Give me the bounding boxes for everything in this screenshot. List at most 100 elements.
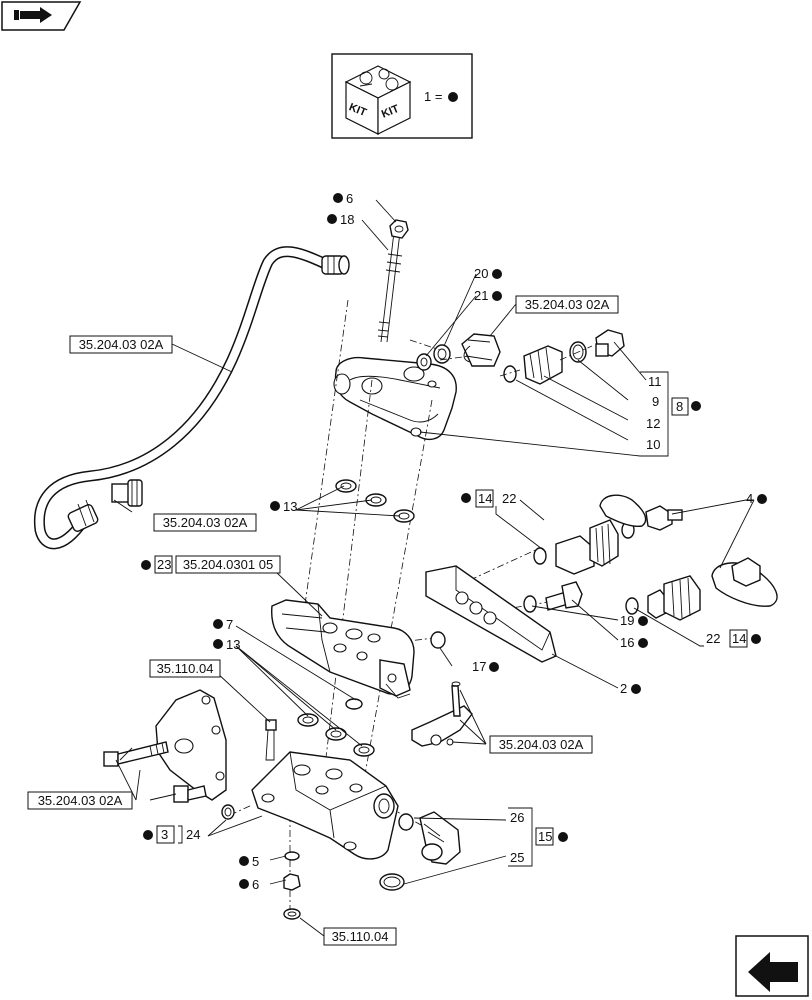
- kit-legend-text: 1 =: [424, 89, 442, 104]
- kit-bullet-icon: [327, 214, 337, 224]
- svg-text:3: 3: [161, 827, 168, 842]
- label-13-lower: 13: [213, 637, 240, 652]
- kit-legend: KIT KIT 1 =: [331, 53, 473, 139]
- kit-bullet-icon: [631, 684, 641, 694]
- label-22-left: 22: [502, 491, 516, 506]
- kit-bullet-icon: [492, 291, 502, 301]
- svg-text:13: 13: [226, 637, 240, 652]
- kit-bullet-icon: [558, 832, 568, 842]
- kit-bullet-icon: [757, 494, 767, 504]
- svg-text:11: 11: [648, 374, 662, 389]
- kit-bullet-icon: [213, 639, 223, 649]
- group-bracket-15: [508, 807, 533, 867]
- label-26: 26: [510, 810, 524, 825]
- svg-text:26: 26: [510, 810, 524, 825]
- o-rings-lower: [297, 713, 375, 757]
- ref-text: 35.204.0301 05: [183, 557, 273, 572]
- label-11: 11: [648, 374, 662, 389]
- washer-bottom: [283, 908, 301, 920]
- svg-text:18: 18: [340, 212, 354, 227]
- label-7: 7: [213, 617, 233, 632]
- svg-text:14: 14: [478, 491, 492, 506]
- svg-text:25: 25: [510, 850, 524, 865]
- pipe-fitting-upper: [321, 255, 350, 275]
- bracket-screw: [265, 719, 277, 761]
- upper-union-fitting: [461, 333, 501, 367]
- svg-text:21: 21: [474, 288, 488, 303]
- label-8: 8: [671, 397, 701, 416]
- label-2: 2: [620, 681, 641, 696]
- label-16: 16: [620, 635, 648, 650]
- svg-text:6: 6: [346, 191, 353, 206]
- dust-cap-lower: [711, 557, 778, 607]
- label-19: 19: [620, 613, 648, 628]
- o-ring-19: [523, 595, 537, 613]
- top-nut: [389, 219, 409, 239]
- label-23: 23: [141, 555, 173, 574]
- ref-box-bracket-bolts[interactable]: 35.204.03 02A: [27, 791, 133, 810]
- leader-lines: [113, 199, 755, 937]
- ref-box-top-right[interactable]: 35.204.03 02A: [515, 295, 619, 314]
- bracket-bolt-lower: [173, 785, 207, 803]
- bracket-bolt-upper: [103, 741, 169, 767]
- kit-bullet-icon: [143, 830, 153, 840]
- svg-text:4: 4: [746, 491, 753, 506]
- svg-text:14: 14: [732, 631, 746, 646]
- screw-24: [221, 804, 235, 820]
- kit-bullet-icon: [333, 193, 343, 203]
- next-page-icon[interactable]: [735, 935, 809, 997]
- kit-bullet-icon: [213, 619, 223, 629]
- ref-text: 35.110.04: [332, 929, 389, 944]
- label-18: 18: [327, 212, 354, 227]
- kit-bullet-icon: [448, 92, 458, 102]
- svg-text:22: 22: [706, 631, 720, 646]
- kit-bullet-icon: [239, 879, 249, 889]
- svg-text:19: 19: [620, 613, 634, 628]
- o-ring-17: [430, 631, 446, 649]
- ref-text: 35.204.03 02A: [525, 297, 610, 312]
- previous-page-icon[interactable]: [1, 1, 82, 31]
- bolt-16: [545, 581, 583, 611]
- ref-box-valve[interactable]: 35.204.0301 05: [175, 555, 281, 574]
- ref-box-pipe-lower[interactable]: 35.204.03 02A: [153, 513, 257, 532]
- washer-20: [416, 353, 432, 371]
- ref-box-bracket[interactable]: 35.110.04: [149, 659, 221, 678]
- ref-box-bottom[interactable]: 35.110.04: [323, 927, 397, 946]
- label-10: 10: [646, 437, 660, 452]
- washer-5: [284, 851, 300, 861]
- kit-bullet-icon: [489, 662, 499, 672]
- label-20: 20: [474, 266, 502, 281]
- pipe-fitting-lower: [67, 499, 99, 532]
- kit-bullet-icon: [239, 856, 249, 866]
- svg-text:15: 15: [538, 829, 552, 844]
- stud-bolt: [377, 231, 403, 343]
- ref-box-lever[interactable]: 35.204.03 02A: [489, 735, 593, 754]
- lever-bracket: [411, 681, 473, 747]
- label-25: 25: [510, 850, 524, 865]
- kit-bullet-icon: [638, 616, 648, 626]
- ref-text: 35.204.03 02A: [499, 737, 584, 752]
- label-14-left: 14: [461, 489, 494, 508]
- svg-text:23: 23: [157, 557, 171, 572]
- ref-text: 35.204.03 02A: [38, 793, 123, 808]
- svg-text:8: 8: [676, 399, 683, 414]
- svg-text:13: 13: [283, 499, 297, 514]
- mounting-bracket: [155, 689, 227, 801]
- quick-coupler-lower: [625, 575, 701, 621]
- label-22-right: 22: [706, 631, 720, 646]
- elbow-fitting: [379, 811, 461, 891]
- label-24: 24: [186, 827, 200, 842]
- label-13-upper: 13: [270, 499, 297, 514]
- control-valve-section: [271, 599, 415, 699]
- ref-text: 35.110.04: [157, 661, 214, 676]
- ref-box-pipe-left[interactable]: 35.204.03 02A: [69, 335, 173, 354]
- group-bracket-8: [640, 371, 669, 457]
- kit-bullet-icon: [691, 401, 701, 411]
- svg-text:16: 16: [620, 635, 634, 650]
- kit-bullet-icon: [461, 493, 471, 503]
- dust-cap-upper: [599, 494, 683, 531]
- label-3: 3: [143, 825, 183, 844]
- kit-bullet-icon: [751, 634, 761, 644]
- nut-21: [433, 344, 451, 364]
